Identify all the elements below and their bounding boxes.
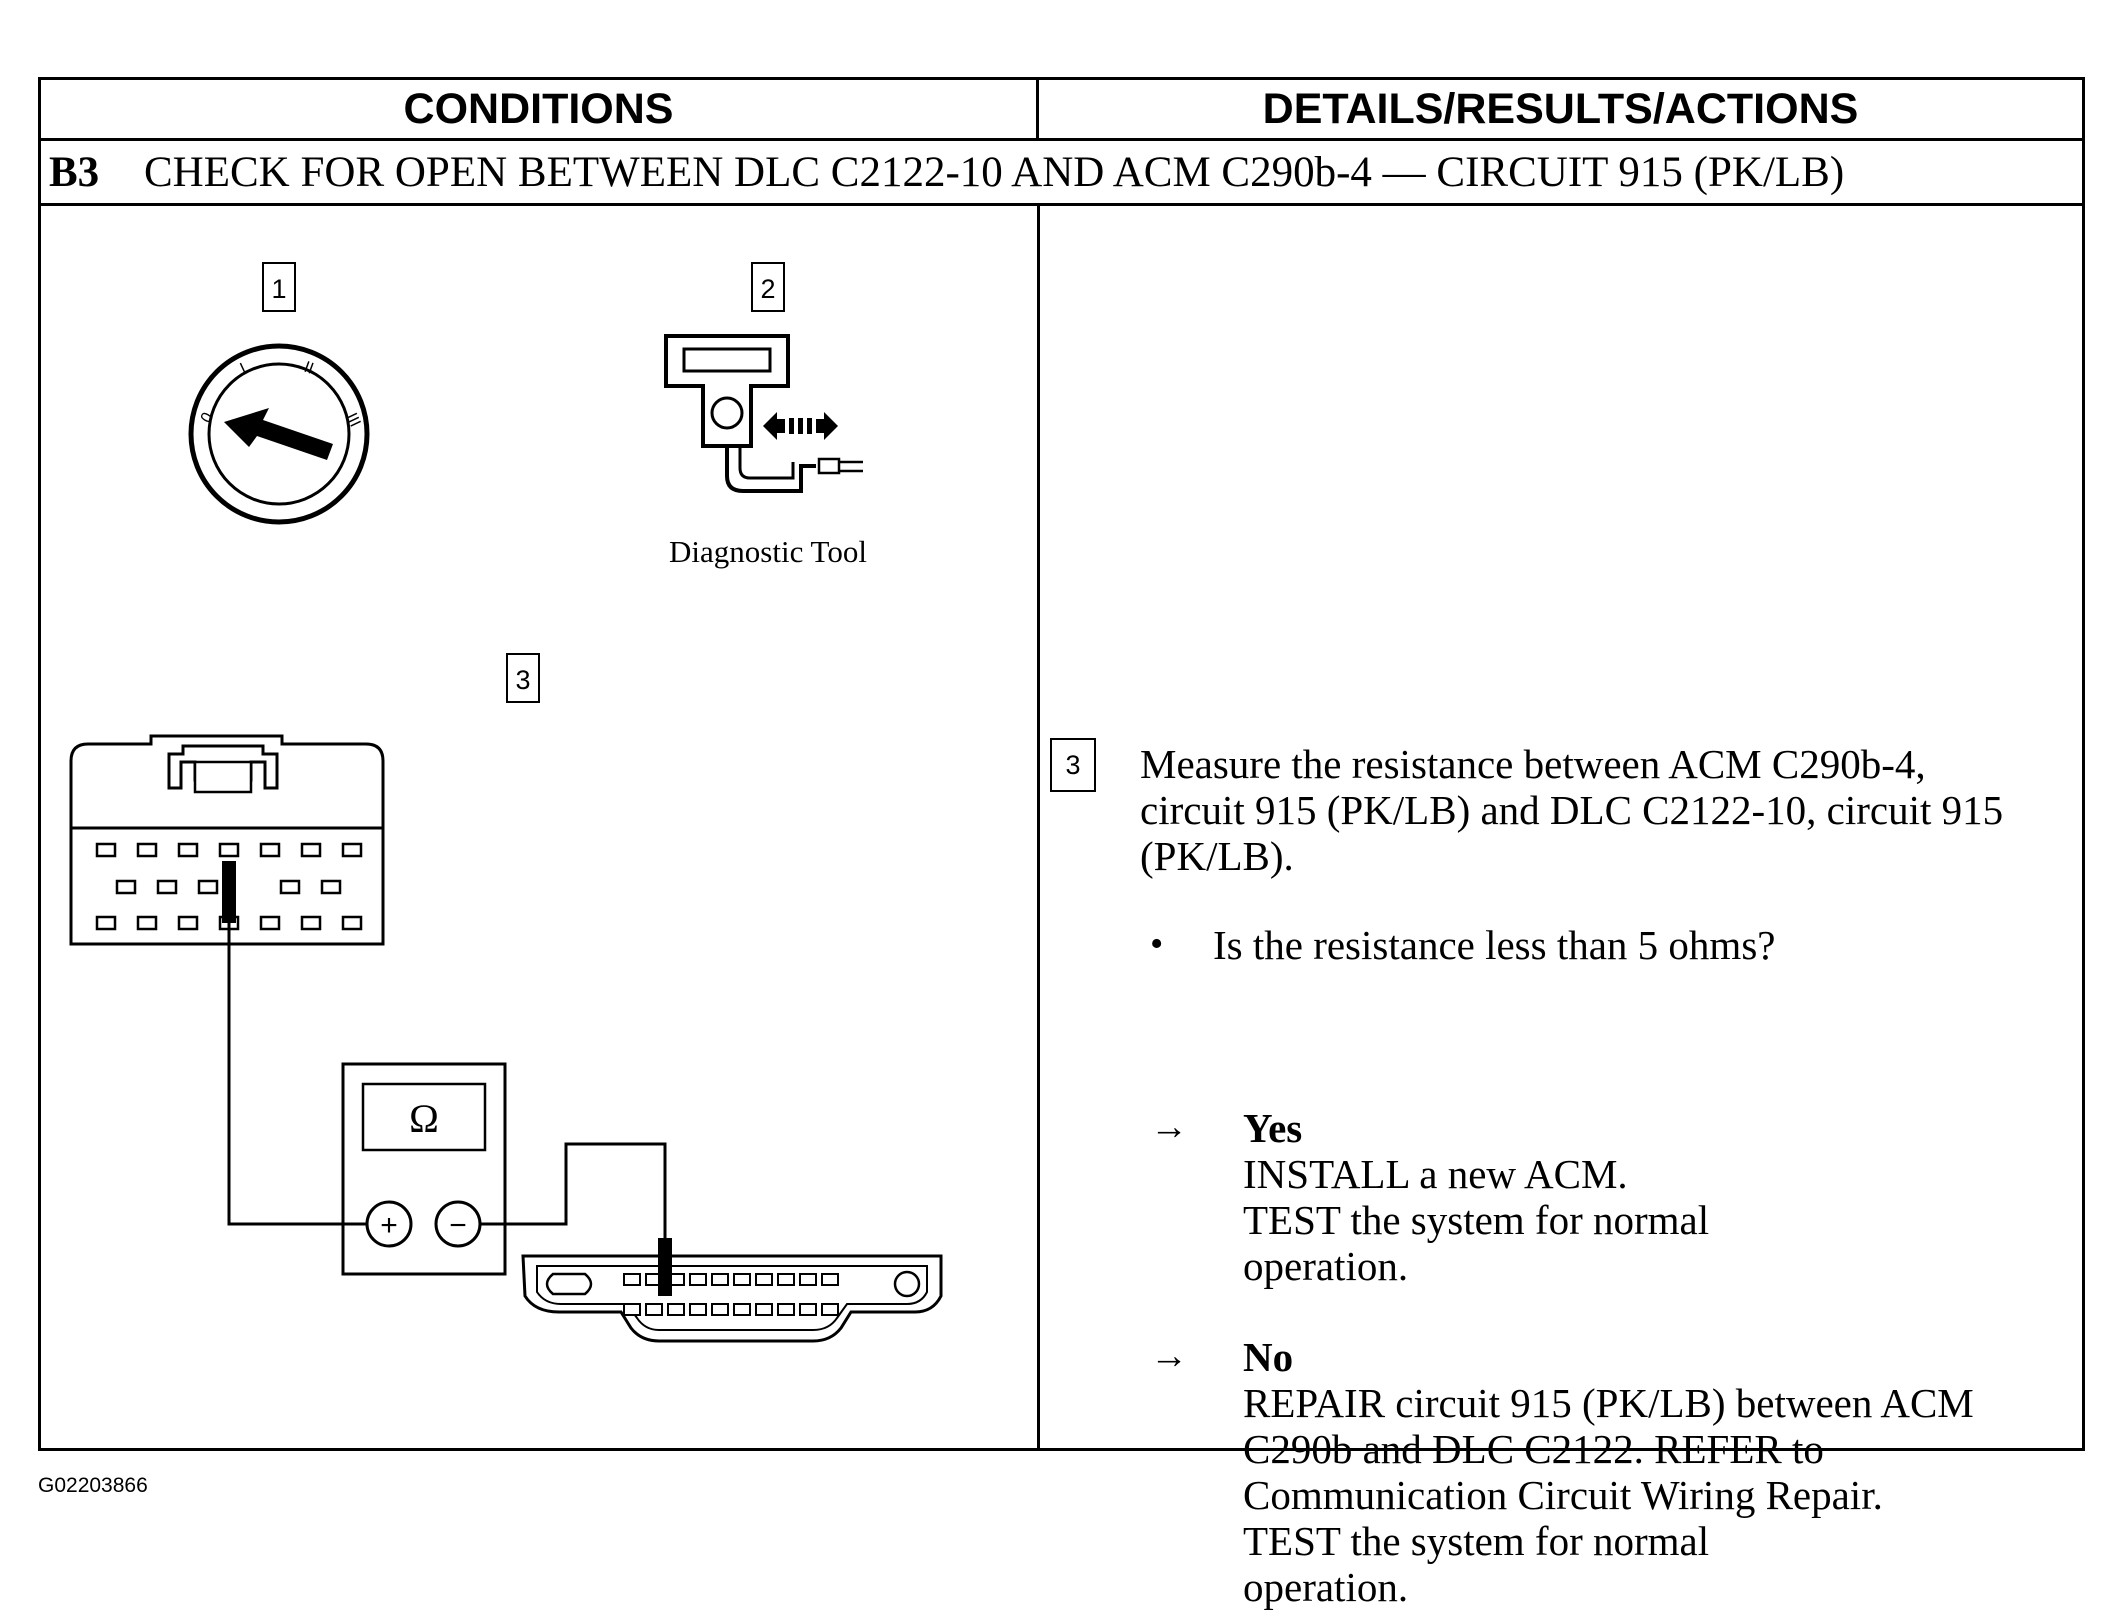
svg-text:−: − (449, 1209, 467, 1242)
svg-text:1: 1 (271, 274, 286, 304)
svg-text:3: 3 (515, 665, 530, 695)
column-divider (1037, 206, 1040, 1448)
resistance-question: Is the resistance less than 5 ohms? (1213, 922, 1776, 968)
yes-branch: Yes INSTALL a new ACM. TEST the system f… (1243, 1105, 2043, 1289)
conditions-header: CONDITIONS (41, 80, 1039, 141)
yes-line: TEST the system for normal (1243, 1197, 1710, 1243)
step-title-row: B3 CHECK FOR OPEN BETWEEN DLC C2122-10 A… (41, 141, 2082, 206)
no-line: Communication Circuit Wiring Repair. (1243, 1472, 1883, 1518)
actions-column: 3 Measure the resistance between ACM C29… (1040, 206, 2082, 1610)
dlc-connector-icon (521, 1238, 943, 1343)
measure-instruction: Measure the resistance between ACM C290b… (1140, 741, 2004, 879)
no-line: TEST the system for normal (1243, 1518, 1710, 1564)
no-arrow-icon: → (1150, 1335, 1188, 1377)
diagnostic-tool-label: Diagnostic Tool (669, 534, 867, 569)
svg-text:Ω: Ω (409, 1096, 439, 1141)
svg-text:+: + (380, 1209, 398, 1242)
yes-label: Yes (1243, 1105, 1303, 1151)
details-header: DETAILS/RESULTS/ACTIONS (1039, 80, 2082, 141)
callout-1: 1 (262, 262, 296, 312)
no-line: C290b and DLC C2122. REFER to (1243, 1426, 1824, 1472)
callout-3: 3 (506, 653, 540, 703)
svg-text:2: 2 (760, 274, 775, 304)
action-callout-3: 3 (1050, 738, 1096, 792)
no-line: REPAIR circuit 915 (PK/LB) between ACM (1243, 1380, 1974, 1426)
diagnostic-tool-icon (664, 334, 863, 493)
bullet-icon: • (1150, 923, 1164, 965)
callout-2: 2 (751, 262, 785, 312)
step-title: CHECK FOR OPEN BETWEEN DLC C2122-10 AND … (144, 148, 1845, 196)
conditions-illustration: 1 0 I II III 2 (41, 206, 1037, 1448)
ignition-switch-icon: 0 I II III (188, 343, 370, 525)
no-branch: No REPAIR circuit 915 (PK/LB) between AC… (1243, 1334, 2043, 1610)
acm-connector-icon (69, 734, 385, 946)
svg-text:III: III (342, 411, 363, 430)
yes-line: INSTALL a new ACM. (1243, 1151, 1628, 1197)
yes-arrow-icon: → (1150, 1106, 1188, 1148)
svg-text:I: I (238, 360, 249, 377)
step-number: B3 (49, 148, 100, 196)
no-line: operation. (1243, 1564, 1409, 1610)
figure-id: G02203866 (38, 1474, 148, 1497)
ohmmeter-icon: Ω + − (341, 1062, 507, 1276)
no-label: No (1243, 1334, 1294, 1380)
yes-line: operation. (1243, 1243, 1409, 1289)
procedure-table: CONDITIONS DETAILS/RESULTS/ACTIONS B3 CH… (38, 77, 2085, 1610)
